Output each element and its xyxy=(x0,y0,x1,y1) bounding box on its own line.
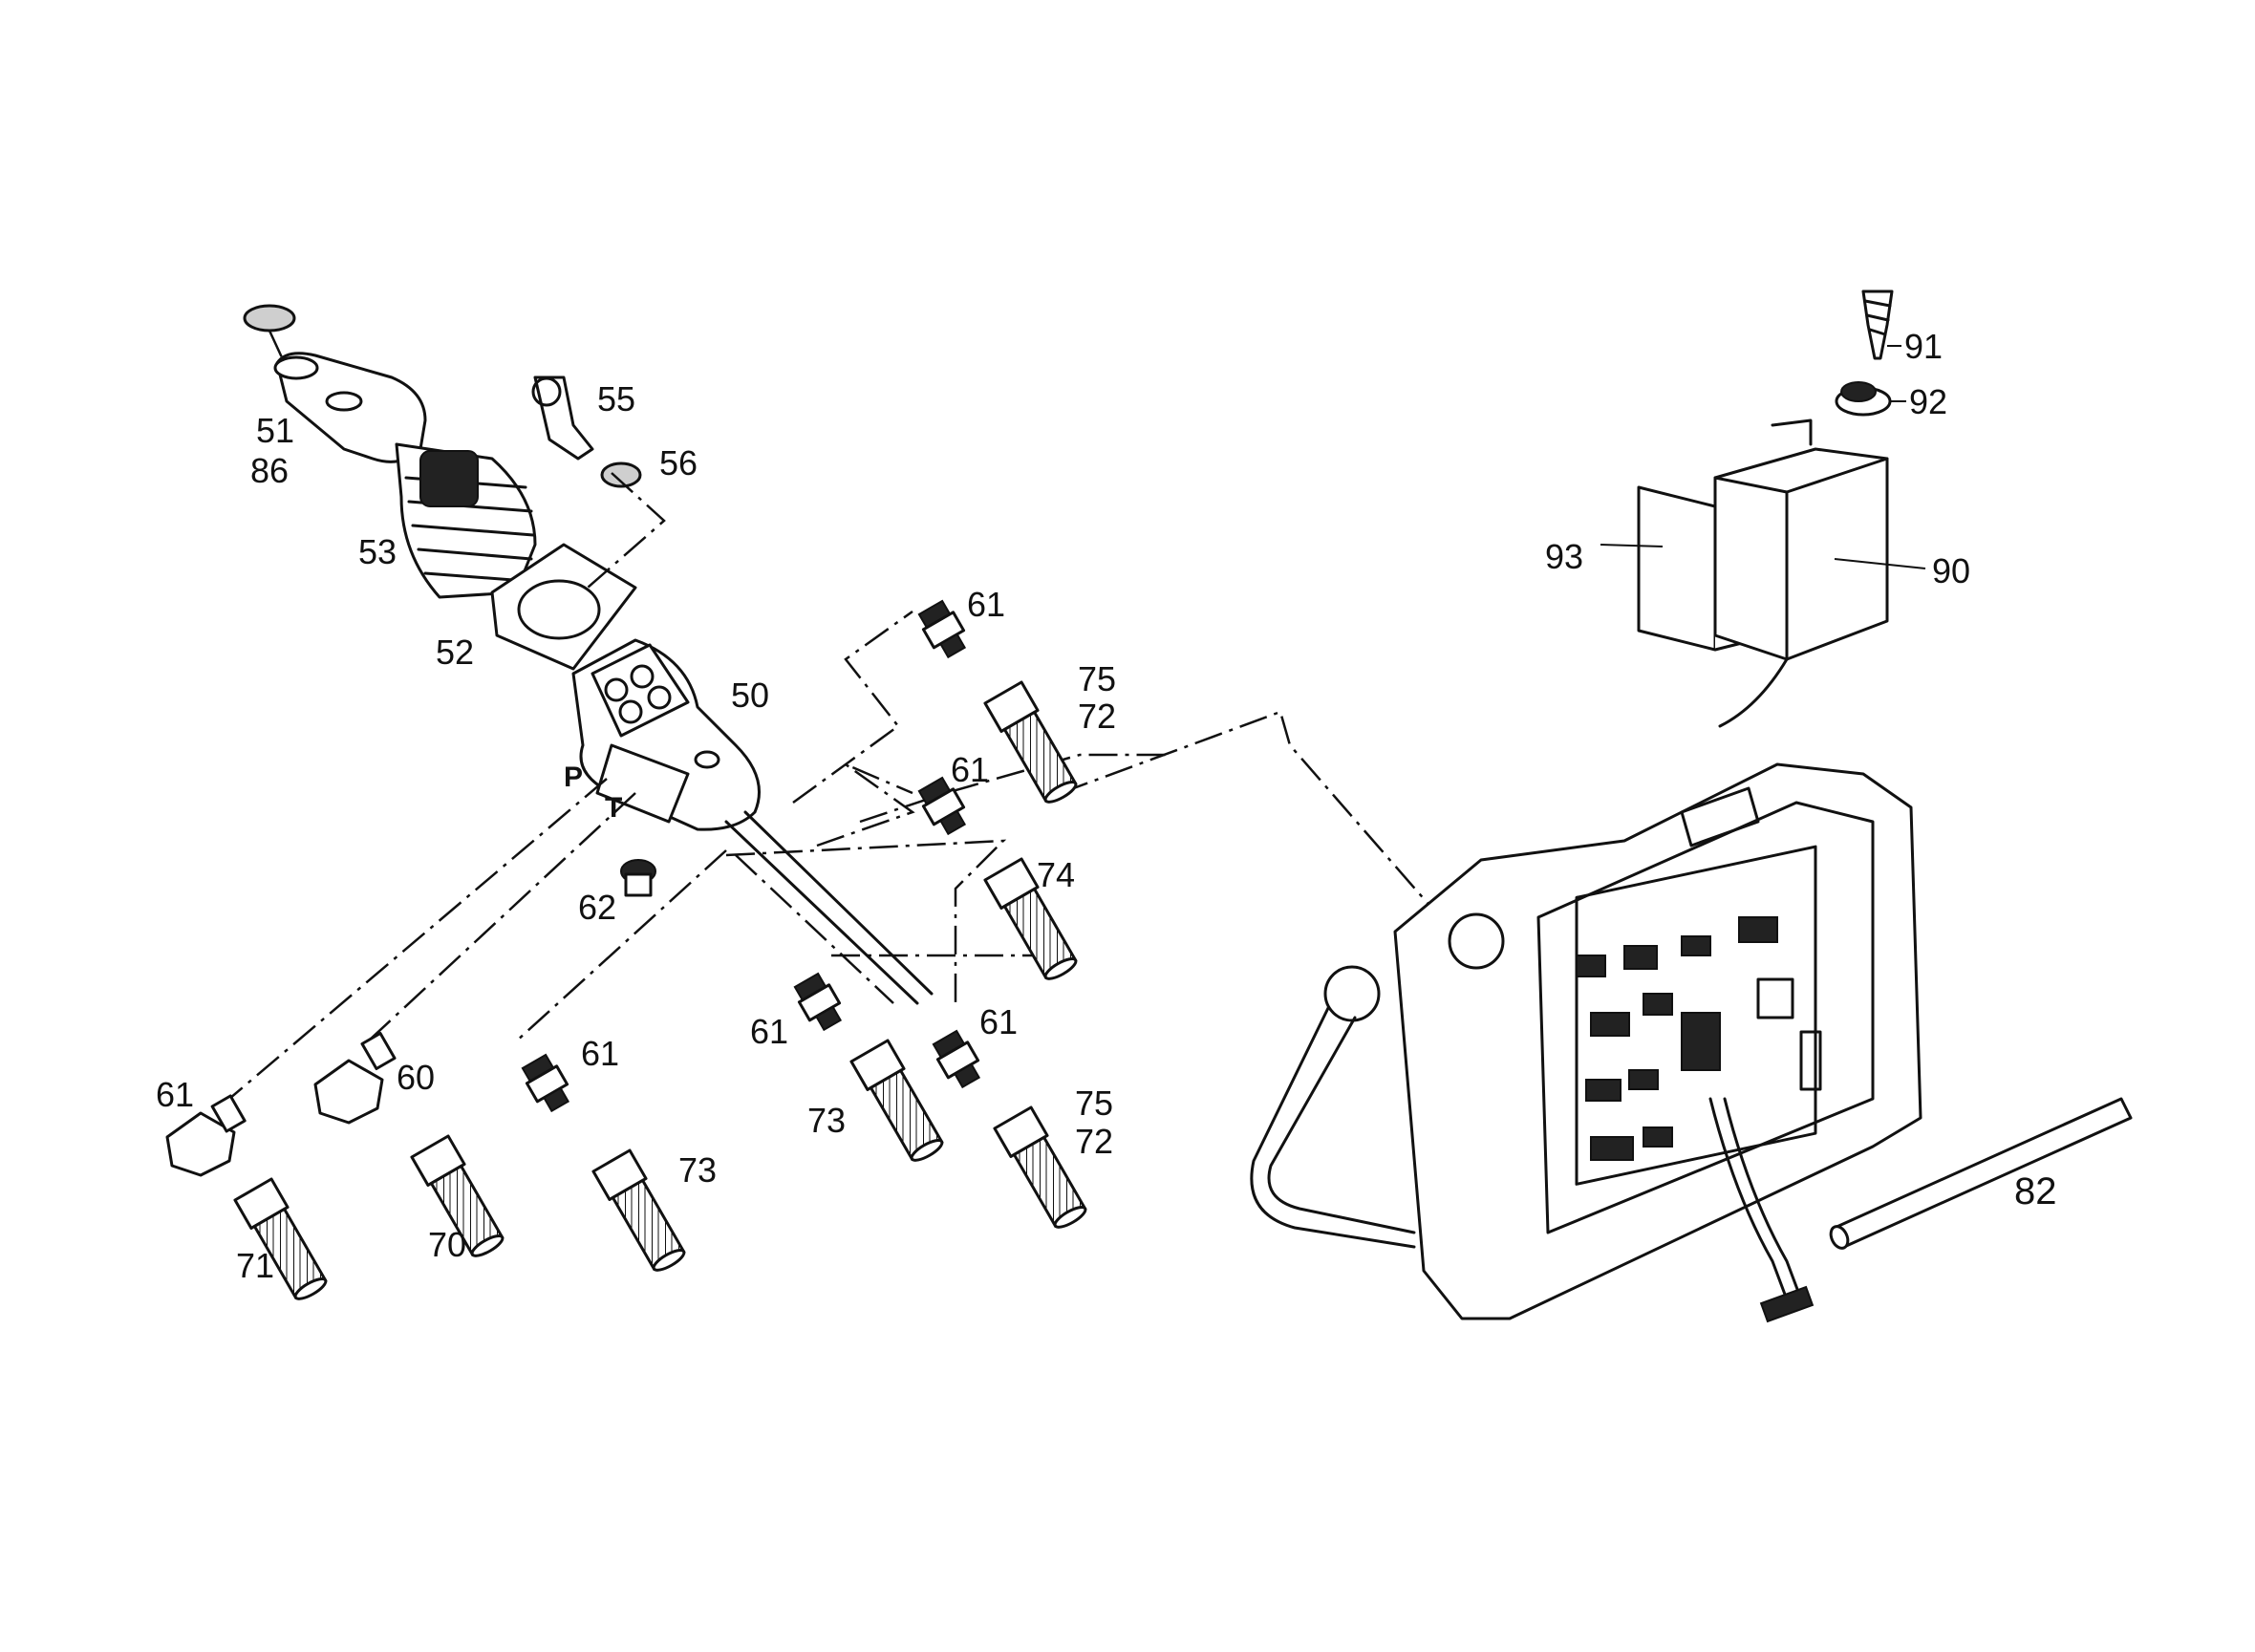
callout-75-top: 75 xyxy=(1078,659,1116,698)
callout-60: 60 xyxy=(397,1058,435,1097)
callout-70: 70 xyxy=(428,1225,466,1264)
washer xyxy=(600,461,642,488)
callout-53: 53 xyxy=(358,532,397,571)
callout-55: 55 xyxy=(597,379,635,418)
elbow-fitting-61 xyxy=(165,1094,247,1177)
grip-cap xyxy=(243,304,296,333)
valve-body xyxy=(571,638,934,1005)
callout-50: 50 xyxy=(731,676,769,715)
hose-73-left xyxy=(591,1148,692,1277)
fitting-61-lower-right xyxy=(928,1027,988,1093)
port-label-t: T xyxy=(605,792,622,824)
fitting-61-lower-center xyxy=(789,970,849,1036)
callout-71: 71 xyxy=(236,1246,274,1285)
callout-72-bottom: 72 xyxy=(1075,1122,1113,1161)
rod xyxy=(1829,1097,2133,1250)
joystick-grip xyxy=(273,352,427,463)
hose-73-center xyxy=(849,1039,950,1168)
circuit-board xyxy=(1576,916,1822,1161)
callout-61-center: 61 xyxy=(750,1012,788,1051)
callout-61-top: 61 xyxy=(967,585,1005,624)
hose-75-72-top xyxy=(983,680,1084,809)
callout-75-bottom: 75 xyxy=(1075,1083,1113,1123)
callout-82: 82 xyxy=(2014,1170,2057,1212)
fitting-61-top xyxy=(913,597,974,663)
callout-61-bottom: 61 xyxy=(581,1034,619,1073)
rubber-boot xyxy=(395,442,537,599)
module-90 xyxy=(1713,447,1889,728)
callout-73-left: 73 xyxy=(678,1150,717,1190)
control-box xyxy=(1250,762,1922,1323)
plug xyxy=(620,859,656,897)
screw-91 xyxy=(1861,290,1894,360)
callout-91: 91 xyxy=(1904,327,1943,366)
nut-92 xyxy=(1835,381,1892,417)
callout-61-right: 61 xyxy=(979,1002,1018,1041)
callout-51: 51 xyxy=(256,411,294,450)
hose-71 xyxy=(233,1177,333,1306)
callout-93: 93 xyxy=(1545,537,1583,576)
callout-86: 86 xyxy=(250,451,289,490)
callout-74: 74 xyxy=(1037,855,1075,894)
port-label-p: P xyxy=(564,762,583,793)
callout-52: 52 xyxy=(436,633,474,672)
callout-62: 62 xyxy=(578,888,616,927)
elbow-fitting-60 xyxy=(313,1032,397,1125)
callout-61-mid: 61 xyxy=(951,750,989,789)
callout-73-center: 73 xyxy=(807,1101,846,1140)
callout-72-top: 72 xyxy=(1078,697,1116,736)
callout-92: 92 xyxy=(1909,382,1947,421)
cap-screw xyxy=(531,375,594,461)
callout-56: 56 xyxy=(659,443,698,483)
callout-61-left: 61 xyxy=(156,1075,194,1114)
callout-90: 90 xyxy=(1932,551,1970,590)
fitting-61-bottom-mid xyxy=(517,1051,577,1117)
